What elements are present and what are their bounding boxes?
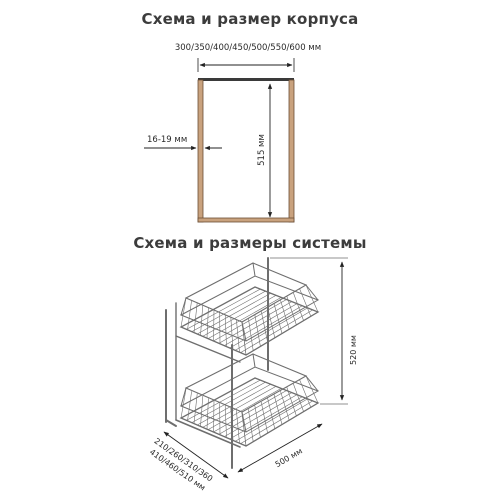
basket-side-wire — [267, 306, 276, 339]
cabinet-bottom-panel — [197, 217, 295, 223]
basket-wire — [207, 297, 282, 339]
basket-side-wire — [224, 405, 227, 438]
basket-wire — [224, 303, 298, 346]
basket-side-wire — [236, 410, 240, 444]
basket-side-wire — [286, 295, 297, 326]
basket-side-wire — [213, 309, 215, 342]
basket-side-wire — [236, 319, 240, 353]
basket-wire — [207, 388, 282, 430]
basket-side-wire — [206, 398, 209, 430]
cabinet-schema-title: Схема и размер корпуса — [141, 10, 359, 28]
system-schema-title: Схема и размеры системы — [133, 234, 367, 252]
basket-wire — [234, 307, 308, 351]
basket-wire — [186, 288, 261, 330]
basket-wire — [196, 292, 272, 335]
basket-wire — [213, 390, 287, 433]
system-width-dimension — [237, 423, 323, 473]
basket-side-wire — [187, 300, 192, 331]
middle-rail-front — [175, 335, 241, 363]
basket-side-wire — [280, 390, 290, 421]
cabinet-drawing: 300/350/400/450/500/550/600 мм 515 мм 16… — [144, 43, 321, 223]
basket-side-wire — [213, 400, 215, 433]
basket-side-wire — [230, 407, 234, 441]
wall-thickness-label: 16-19 мм — [147, 135, 187, 145]
basket-side-wire — [180, 297, 187, 328]
basket-wire — [191, 290, 266, 332]
cabinet-height-label: 515 мм — [257, 134, 267, 166]
basket-wire — [224, 394, 298, 437]
basket-side-wire — [267, 397, 276, 430]
basket-side-wire — [280, 299, 290, 330]
cabinet-right-panel — [288, 79, 295, 223]
basket-side-wire — [206, 307, 209, 339]
upper-basket — [179, 262, 320, 356]
basket-side-wire — [273, 303, 283, 334]
basket-side-wire — [286, 386, 297, 417]
basket-wire — [229, 396, 303, 440]
basket-wire — [202, 295, 277, 337]
basket-side-wire — [241, 321, 247, 356]
system-width-label: 500 мм — [274, 446, 304, 469]
basket-side-wire — [305, 284, 319, 313]
basket-side-wire — [187, 391, 192, 422]
basket-wire — [218, 301, 293, 344]
foot-left — [165, 419, 177, 427]
basket-side-wire — [200, 304, 204, 336]
basket-side-wire — [273, 394, 283, 425]
basket-side-wire — [292, 383, 304, 412]
basket-wire — [229, 305, 303, 349]
lower-basket — [179, 353, 320, 447]
cabinet-left-panel — [197, 79, 204, 223]
basket-side-wire — [254, 314, 261, 347]
system-height-label: 520 мм — [349, 335, 358, 365]
basket-side-wire — [200, 395, 204, 427]
basket-side-wire — [299, 288, 312, 317]
basket-side-wire — [248, 317, 254, 352]
basket-side-wire — [180, 388, 187, 419]
basket-wire — [213, 299, 287, 342]
basket-side-wire — [292, 292, 304, 321]
basket-side-wire — [230, 316, 234, 350]
basket-wire — [196, 383, 272, 426]
cabinet-top-panel — [198, 78, 294, 81]
basket-wire — [234, 398, 308, 442]
basket-wire — [191, 381, 266, 423]
system-depth-dimension — [163, 431, 229, 479]
basket-side-wire — [224, 314, 227, 347]
basket-system-drawing — [165, 257, 320, 469]
basket-side-wire — [193, 393, 198, 424]
basket-side-wire — [305, 375, 319, 404]
basket-wire — [202, 386, 277, 428]
basket-wire — [186, 379, 261, 421]
basket-wire — [218, 392, 293, 435]
basket-side-wire — [193, 302, 198, 333]
basket-side-wire — [260, 310, 268, 343]
cabinet-width-label: 300/350/400/450/500/550/600 мм — [175, 43, 321, 53]
basket-side-wire — [299, 379, 312, 408]
